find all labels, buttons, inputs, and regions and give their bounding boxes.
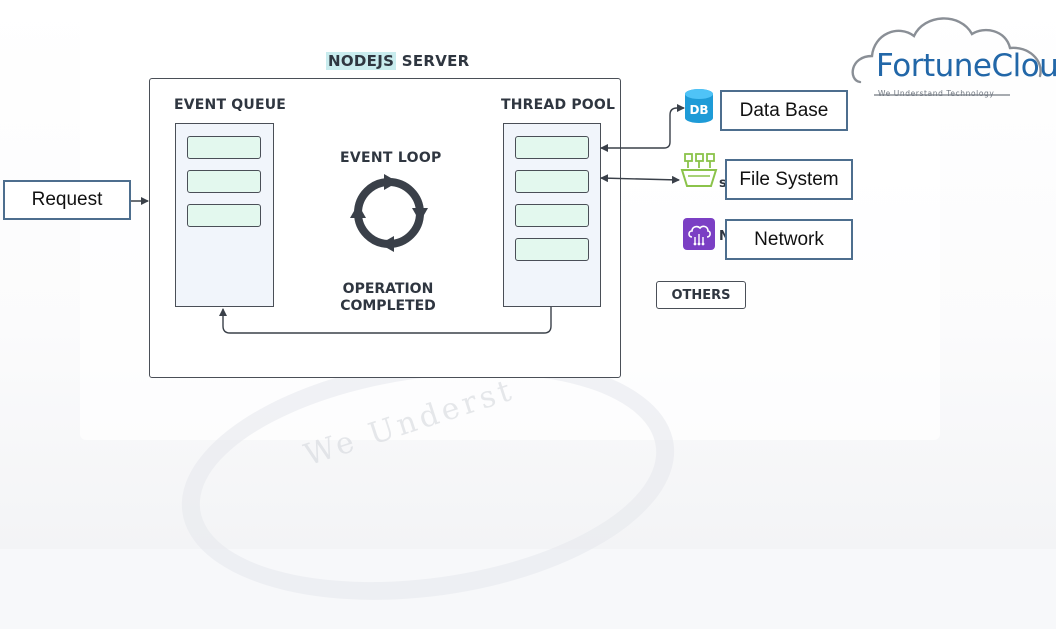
thread-pool-slot bbox=[515, 170, 589, 193]
thread-pool-column bbox=[503, 123, 601, 307]
thread-pool-title: THREAD POOL bbox=[501, 97, 616, 113]
server-title-highlight: NODEJS bbox=[326, 52, 397, 70]
database-icon: DB bbox=[685, 89, 713, 123]
event-queue-slot bbox=[187, 170, 261, 193]
others-box: OTHERS bbox=[656, 281, 746, 309]
network-box: Network bbox=[725, 219, 853, 260]
logo-tagline: We Understand Technology bbox=[878, 89, 995, 98]
server-title-rest: SERVER bbox=[396, 52, 470, 70]
operation-completed-label: OPERATION COMPLETED bbox=[336, 281, 440, 315]
fortunecloud-logo-icon bbox=[851, 17, 1042, 96]
file-system-icon-caption-fragment: s bbox=[719, 176, 727, 191]
database-box: Data Base bbox=[720, 90, 848, 131]
network-icon-caption-fragment: N bbox=[719, 229, 730, 244]
file-system-box: File System bbox=[725, 159, 853, 200]
file-system-icon bbox=[680, 153, 718, 187]
database-icon-text: DB bbox=[689, 103, 708, 117]
event-queue-slot bbox=[187, 136, 261, 159]
cycle-arrows-icon bbox=[350, 174, 428, 252]
event-queue-column bbox=[175, 123, 274, 307]
network-icon bbox=[683, 218, 715, 250]
thread-pool-slot bbox=[515, 238, 589, 261]
server-title: NODEJS SERVER bbox=[326, 52, 470, 70]
operation-label-line2: COMPLETED bbox=[340, 298, 436, 314]
logo-name: FortuneCloud bbox=[876, 48, 1056, 84]
operation-label-line1: OPERATION bbox=[342, 281, 434, 297]
request-box: Request bbox=[3, 180, 131, 220]
event-queue-title: EVENT QUEUE bbox=[174, 97, 287, 113]
thread-pool-slot bbox=[515, 204, 589, 227]
event-queue-slot bbox=[187, 204, 261, 227]
event-loop-label: EVENT LOOP bbox=[340, 150, 442, 166]
thread-pool-slot bbox=[515, 136, 589, 159]
